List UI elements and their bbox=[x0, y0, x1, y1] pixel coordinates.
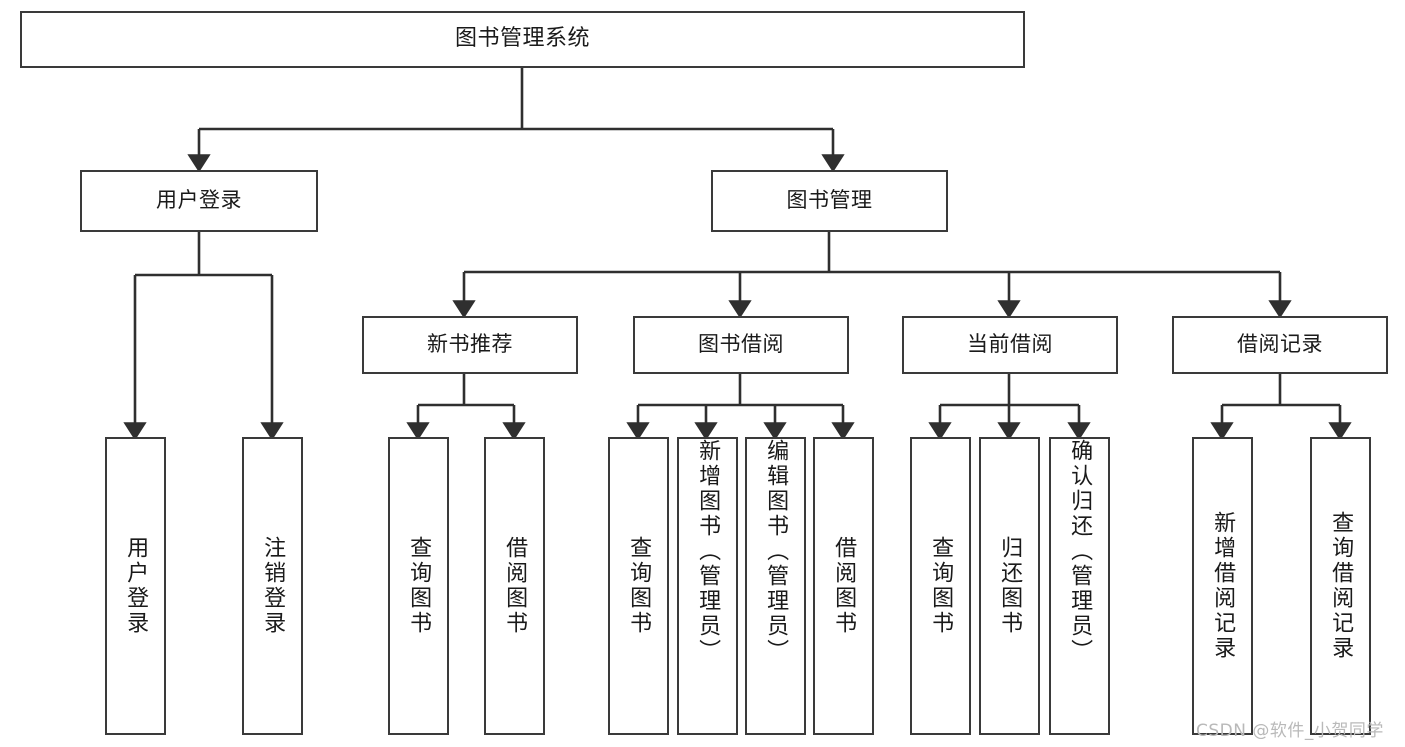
node-label: 图书管理 bbox=[786, 188, 873, 213]
node-leaf-logout[interactable]: 注销登录 bbox=[242, 437, 303, 735]
node-label: 注销登录 bbox=[260, 536, 286, 636]
node-leaf-query-book-current[interactable]: 查询图书 bbox=[910, 437, 971, 735]
node-label: 新增图书（管理员） bbox=[695, 439, 721, 664]
node-borrow-record[interactable]: 借阅记录 bbox=[1172, 316, 1388, 374]
node-label: 当前借阅 bbox=[967, 332, 1053, 357]
node-label: 用户登录 bbox=[123, 536, 149, 636]
node-leaf-borrow-book-recommend[interactable]: 借阅图书 bbox=[484, 437, 545, 735]
node-root-system[interactable]: 图书管理系统 bbox=[20, 11, 1025, 68]
node-label: 确认归还（管理员） bbox=[1067, 439, 1093, 664]
node-user-login[interactable]: 用户登录 bbox=[80, 170, 318, 232]
node-leaf-add-book[interactable]: 新增图书（管理员） bbox=[677, 437, 738, 735]
node-leaf-query-book-recommend[interactable]: 查询图书 bbox=[388, 437, 449, 735]
node-label: 用户登录 bbox=[156, 188, 242, 213]
node-label: 查询图书 bbox=[928, 536, 954, 636]
node-label: 图书管理系统 bbox=[454, 26, 590, 52]
node-label: 借阅图书 bbox=[502, 536, 528, 636]
node-current-borrow[interactable]: 当前借阅 bbox=[902, 316, 1118, 374]
node-leaf-borrow-book[interactable]: 借阅图书 bbox=[813, 437, 874, 735]
node-label: 查询图书 bbox=[406, 536, 432, 636]
node-label: 借阅图书 bbox=[831, 536, 857, 636]
node-leaf-edit-book[interactable]: 编辑图书（管理员） bbox=[745, 437, 806, 735]
node-leaf-add-borrow-record[interactable]: 新增借阅记录 bbox=[1192, 437, 1253, 735]
node-book-borrow[interactable]: 图书借阅 bbox=[633, 316, 849, 374]
node-label: 查询借阅记录 bbox=[1328, 511, 1354, 661]
node-book-management[interactable]: 图书管理 bbox=[711, 170, 948, 232]
node-label: 查询图书 bbox=[626, 536, 652, 636]
node-label: 新书推荐 bbox=[427, 332, 513, 357]
node-leaf-user-login[interactable]: 用户登录 bbox=[105, 437, 166, 735]
node-label: 归还图书 bbox=[997, 536, 1023, 636]
watermark-text: CSDN @软件_小贺同学 bbox=[1196, 721, 1384, 741]
node-leaf-confirm-return[interactable]: 确认归还（管理员） bbox=[1049, 437, 1110, 735]
node-leaf-query-book-borrow[interactable]: 查询图书 bbox=[608, 437, 669, 735]
node-label: 新增借阅记录 bbox=[1210, 511, 1236, 661]
node-leaf-return-book[interactable]: 归还图书 bbox=[979, 437, 1040, 735]
node-label: 图书借阅 bbox=[698, 332, 784, 357]
node-leaf-query-borrow-record[interactable]: 查询借阅记录 bbox=[1310, 437, 1371, 735]
node-new-book-recommend[interactable]: 新书推荐 bbox=[362, 316, 578, 374]
node-label: 编辑图书（管理员） bbox=[763, 439, 789, 664]
node-label: 借阅记录 bbox=[1237, 332, 1323, 357]
